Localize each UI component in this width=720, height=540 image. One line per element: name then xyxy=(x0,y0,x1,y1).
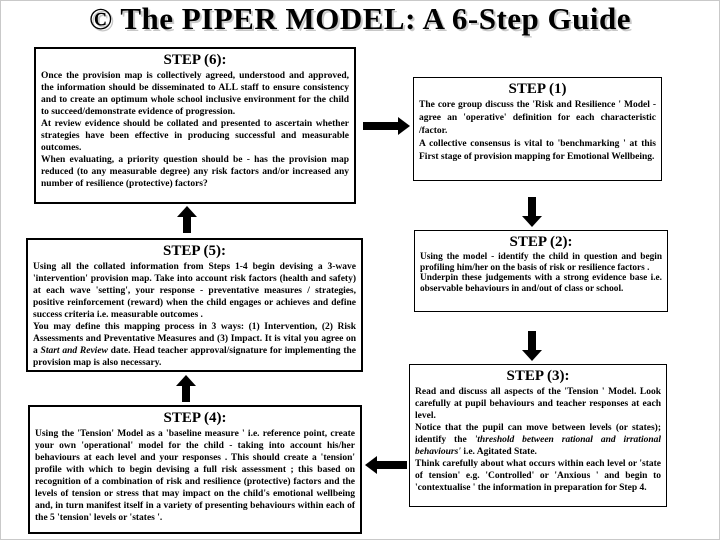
up-arrow-icon xyxy=(177,206,197,233)
arrow-head xyxy=(176,375,196,386)
arrow-shaft xyxy=(528,331,536,350)
step-5-heading: STEP (5): xyxy=(163,243,226,259)
down-arrow-icon xyxy=(522,331,542,361)
right-arrow-icon xyxy=(363,117,410,135)
arrow-shaft xyxy=(363,122,398,130)
arrow-shaft xyxy=(377,461,407,469)
step-3-body: Read and discuss all aspects of the 'Ten… xyxy=(415,387,662,493)
step-3-box: STEP (3): Read and discuss all aspects o… xyxy=(409,364,667,507)
step-1-heading: STEP (1) xyxy=(508,81,567,97)
up-arrow-icon xyxy=(176,375,196,402)
step-1-body: The core group discuss the 'Risk and Res… xyxy=(419,100,656,162)
step-5-body: Using all the collated information from … xyxy=(33,262,357,368)
step-4-heading: STEP (4): xyxy=(163,410,227,426)
arrow-head xyxy=(177,206,197,217)
step-6-heading: STEP (6): xyxy=(163,52,227,68)
arrow-head xyxy=(398,117,410,135)
step-4-body: Using the 'Tension' Model as a 'baseline… xyxy=(35,429,355,523)
arrow-shaft xyxy=(182,386,190,402)
step-6-box: STEP (6): Once the provision map is coll… xyxy=(34,47,356,204)
step-2-body: Using the model - identify the child in … xyxy=(420,252,662,294)
page-title: © The PIPER MODEL: A 6-Step Guide xyxy=(88,1,632,36)
arrow-head xyxy=(522,216,542,227)
arrow-shaft xyxy=(528,197,536,216)
step-6-body: Once the provision map is collectively a… xyxy=(41,71,349,189)
left-arrow-icon xyxy=(365,456,407,474)
step-2-heading: STEP (2): xyxy=(509,234,573,250)
arrow-head xyxy=(522,350,542,361)
step-5-box: STEP (5): Using all the collated informa… xyxy=(26,238,363,372)
step-4-box: STEP (4): Using the 'Tension' Model as a… xyxy=(28,405,362,534)
arrow-shaft xyxy=(183,217,191,233)
step-3-heading: STEP (3): xyxy=(506,368,570,384)
step-2-box: STEP (2): Using the model - identify the… xyxy=(414,230,668,312)
down-arrow-icon xyxy=(522,197,542,227)
step-1-box: STEP (1) The core group discuss the 'Ris… xyxy=(413,77,662,181)
arrow-head xyxy=(365,456,377,474)
